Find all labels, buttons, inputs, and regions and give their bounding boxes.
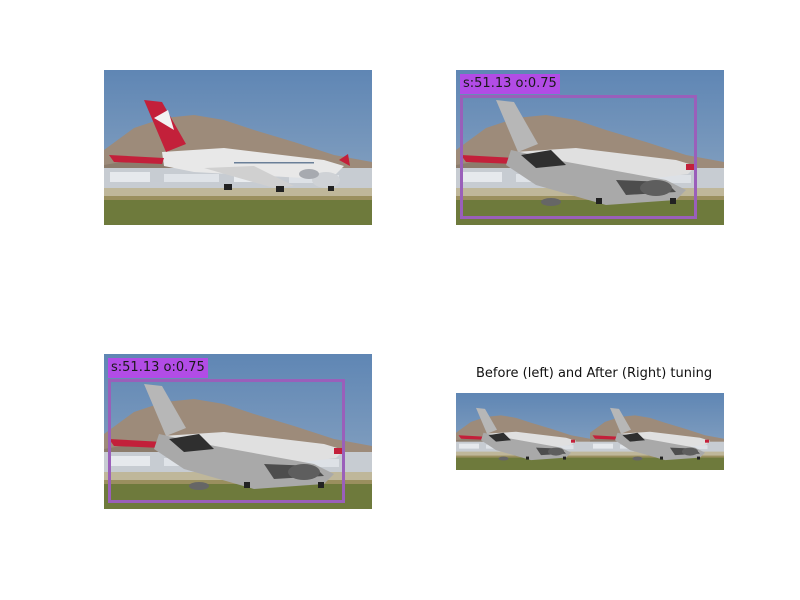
airplane-photo	[104, 70, 372, 225]
bounding-box	[460, 95, 697, 219]
after-photo	[590, 393, 724, 470]
before-after-photos	[456, 393, 724, 470]
comparison-panel	[456, 393, 724, 470]
detection-panel-2: s:51.13 o:0.75	[104, 354, 372, 509]
comparison-caption: Before (left) and After (Right) tuning	[476, 366, 713, 381]
detection-label: s:51.13 o:0.75	[108, 358, 208, 378]
before-photo	[456, 393, 590, 470]
bounding-box	[108, 379, 345, 503]
detection-panel-1: s:51.13 o:0.75	[456, 70, 724, 225]
original-photo-panel	[104, 70, 372, 225]
detection-label: s:51.13 o:0.75	[460, 74, 560, 94]
